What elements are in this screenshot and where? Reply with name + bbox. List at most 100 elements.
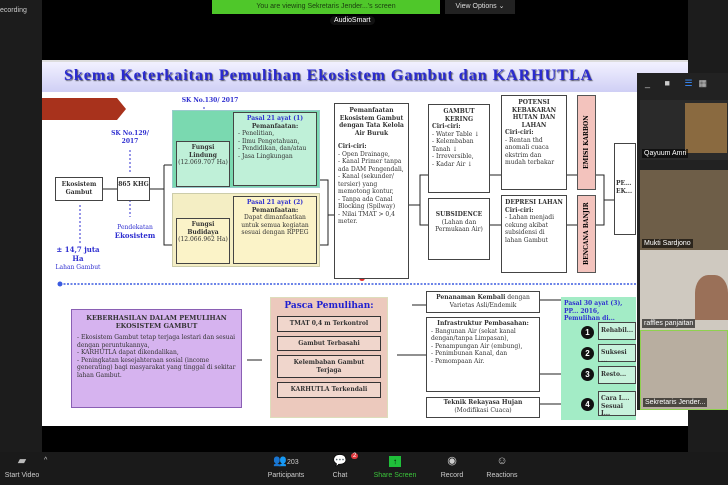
start-video-button[interactable]: ▰Start Video xyxy=(4,455,40,479)
participant-count: 203 xyxy=(287,459,299,466)
reactions-button[interactable]: ☺ Reactions xyxy=(484,455,520,479)
reactions-icon: ☺ xyxy=(496,455,508,467)
depresi-ciri: Ciri-ciri: xyxy=(505,206,534,214)
potensi-ciri: Ciri-ciri: xyxy=(505,129,534,136)
list-item: Lahan menjadi cekung akibat subsidensi d… xyxy=(505,214,563,244)
video-tile[interactable]: raffles panjaitan xyxy=(640,250,728,330)
participants-icon: 👥203 xyxy=(273,455,299,467)
video-options-caret[interactable]: ^ xyxy=(44,457,48,464)
infra-title: Infrastruktur Pembasahan: xyxy=(437,320,529,327)
gallery-panel: _ ■ ☰▦ Qayuum Amri Mukti Sardjono raffle… xyxy=(637,73,728,410)
number-badge: 3 xyxy=(581,368,594,381)
penanaman-box: Penanaman Kembali dengan Varietas Asli/E… xyxy=(426,291,540,313)
fungsi-budidaya-title: Fungsi Budidaya xyxy=(187,221,219,236)
pasal-30-item: Cara L... Sesuai I... xyxy=(598,391,636,417)
pendekatan-bold: Ekosistem xyxy=(114,230,156,240)
pasal-21-2-text: Dapat dimanfaatkan untuk semua kegiatan … xyxy=(241,214,309,236)
penanaman-rest: dengan Varietas Asli/Endemik xyxy=(449,294,530,309)
video-tile[interactable]: Sekretaris Jender... xyxy=(640,330,728,410)
number-badge: 4 xyxy=(581,398,594,411)
participant-name: raffles panjaitan xyxy=(642,319,696,328)
slide-title-band: Skema Keterkaitan Pemulihan Ekosistem Ga… xyxy=(42,62,688,92)
list-item: Kanal Primer tanpa ada DAM Pengendali, xyxy=(338,158,405,173)
buruk-ciri: Ciri-ciri: xyxy=(338,143,367,150)
recording-label: ecording xyxy=(0,7,27,14)
list-item: Kadar Air ↓ xyxy=(432,161,486,169)
partial-box: PE... EK... xyxy=(614,143,636,235)
list-item: Tanpa ada Canal Blocking (Spilway) xyxy=(338,196,405,211)
list-item: Peningkatan kesejahteraan sosial (income… xyxy=(77,357,236,380)
left-strip xyxy=(0,0,42,452)
share-screen-label: Share Screen xyxy=(373,472,417,479)
emisi-karbon-box: EMISI KARBON xyxy=(577,95,596,190)
pasca-item: Kelembaban Gambut Terjaga xyxy=(277,355,381,379)
subsidence-box: SUBSIDENCE(Lahan dan Permukaan Air) xyxy=(428,198,490,260)
list-item: Nilai TMAT > 0,4 meter. xyxy=(338,211,405,226)
video-tile[interactable]: Mukti Sardjono xyxy=(640,170,728,250)
list-item: Penimbunan Kanal, dan xyxy=(431,350,535,358)
buruk-title: Pemanfaatan Ekosistem Gambut dengan Tata… xyxy=(339,107,404,137)
pasal-21-2-box: Pasal 21 ayat (2)Pemanfaatan:Dapat diman… xyxy=(233,196,317,264)
record-label: Record xyxy=(440,472,464,479)
ekosistem-gambut-box: Ekosistem Gambut xyxy=(55,177,103,201)
potensi-title: POTENSI KEBAKARAN HUTAN DAN LAHAN xyxy=(511,99,557,129)
video-tile[interactable]: Qayuum Amri xyxy=(640,100,728,160)
list-item: Water Table ↓ xyxy=(432,131,486,139)
participant-video xyxy=(685,103,727,153)
kering-ciri: Ciri-ciri: xyxy=(432,123,461,130)
pasca-pemulihan-box: Pasca Pemulihan: TMAT 0,4 m Terkontrol G… xyxy=(270,297,388,418)
pasca-item: KARHUTLA Terkendali xyxy=(277,382,381,398)
sk-129-label: SK No.129/ 2017 xyxy=(111,130,149,145)
chat-label: Chat xyxy=(332,472,348,479)
audio-badge: AudioSmart xyxy=(330,16,375,25)
number-badge: 2 xyxy=(581,347,594,360)
list-item: Ilmu Pengetahuan, xyxy=(238,138,312,146)
list-item: Rentan thd anomali cuaca ekstrim dan mud… xyxy=(505,137,563,167)
participant-video xyxy=(695,275,728,320)
teknik-sub: (Modifikasi Cuaca) xyxy=(454,406,512,414)
subsidence-title: SUBSIDENCE xyxy=(435,211,483,218)
reactions-label: Reactions xyxy=(486,472,518,479)
pasal-21-1-title: Pasal 21 ayat (1) xyxy=(246,115,304,122)
sk-130-label: SK No.130/ 2017 xyxy=(181,97,239,104)
depresi-title: DEPRESI LAHAN xyxy=(505,199,563,206)
teknik-box: Teknik Rekayasa Hujan(Modifikasi Cuaca) xyxy=(426,397,540,418)
luas-value: ± 14,7 juta Ha xyxy=(56,245,100,263)
list-item: Open Drainage, xyxy=(338,151,405,159)
participant-name: Mukti Sardjono xyxy=(642,239,693,248)
penanaman-bold: Penanaman Kembali xyxy=(436,294,506,301)
pasal-21-1-box: Pasal 21 ayat (1)Pemanfaatan:Penelitian,… xyxy=(233,112,317,186)
pasal-30-title: Pasal 30 ayat (3), PP... 2016, Pemulihan… xyxy=(564,300,623,322)
chat-icon: 💬 xyxy=(333,455,347,467)
pasca-item: Gambut Terbasahi xyxy=(277,335,381,352)
list-item: Irreversible, xyxy=(432,153,486,161)
list-item: Pendidikan, dan/atau xyxy=(238,145,312,153)
pasca-item: TMAT 0,4 m Terkontrol xyxy=(277,316,381,332)
bencana-banjir-box: BENCANA BANJIR xyxy=(577,195,596,273)
pasca-title: Pasca Pemulihan: xyxy=(284,301,374,311)
slide-connectors xyxy=(42,98,688,405)
chat-button[interactable]: 💬 Chat xyxy=(328,455,352,479)
list-item: Penampungan Air (embung), xyxy=(431,343,535,351)
infrastruktur-box: Infrastruktur Pembasahan:Bangunan Air (s… xyxy=(426,317,540,392)
participants-label: Participants xyxy=(267,472,305,479)
view-options-button[interactable]: View Options ⌄ xyxy=(445,0,515,14)
screen-share-banner: You are viewing Sekretaris Jender...'s s… xyxy=(212,0,440,14)
record-button[interactable]: ◉ Record xyxy=(438,455,466,479)
panel-controls[interactable]: _ ■ ☰▦ xyxy=(645,78,714,88)
pasal-21-2-title: Pasal 21 ayat (2) xyxy=(246,199,304,206)
pendekatan-text: Pendekatan xyxy=(117,224,153,231)
number-badge: 1 xyxy=(581,326,594,339)
share-screen-button[interactable]: ↑Share Screen xyxy=(372,455,418,479)
fungsi-lindung-title: Fungsi Lindung xyxy=(189,144,217,159)
list-item: Jasa Lingkungan xyxy=(238,153,312,161)
record-icon: ◉ xyxy=(447,455,457,467)
fungsi-lindung-box: Fungsi Lindung(12.069.707 Ha) xyxy=(176,141,230,187)
list-item: Kelembaban Tanah ↓ xyxy=(432,138,486,153)
